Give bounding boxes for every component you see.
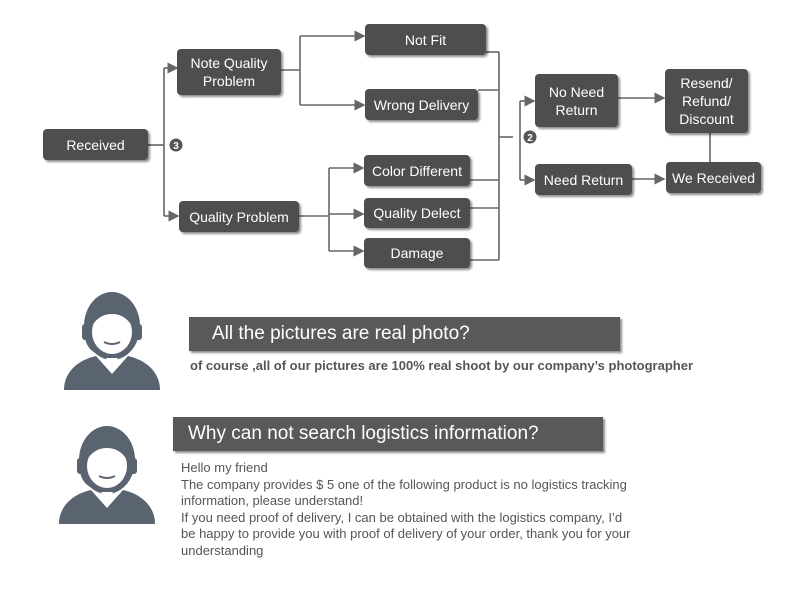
node-resend-line2: Refund/ [681,93,732,109]
node-note-quality-line1: Note Quality [190,55,268,71]
node-wrong-delivery: Wrong Delivery [365,89,478,120]
node-not-fit-label: Not Fit [404,31,447,48]
flowchart-connectors [148,30,711,261]
step-marker-3: 3 [169,138,183,152]
node-resend-line1: Resend/ [680,75,733,91]
node-no-need-return: No Need Return [535,74,618,127]
faq-answer-text: of course ,all of our pictures are 100% … [190,358,694,373]
node-quality-problem: Quality Problem [179,201,299,232]
node-we-received: We Received [666,162,761,193]
node-not-fit: Not Fit [365,24,486,55]
customer-service-avatar-icon [59,426,155,524]
svg-text:3: 3 [173,141,179,152]
node-need-return: Need Return [535,164,632,195]
node-wrong-delivery-label: Wrong Delivery [373,96,470,113]
node-received-label: Received [66,136,125,153]
node-we-received-label: We Received [671,169,755,186]
node-color-different: Color Different [364,155,470,186]
node-resend-refund-discount: Resend/ Refund/ Discount [665,69,748,133]
node-need-return-label: Need Return [543,171,624,188]
faq-answer-line: information, please understand! [181,493,364,508]
node-received: Received [43,129,148,160]
svg-text:2: 2 [527,133,533,144]
node-note-quality-problem: Note Quality Problem [177,49,281,95]
node-color-different-label: Color Different [371,162,462,179]
node-quality-problem-label: Quality Problem [189,208,289,225]
node-no-need-return-line2: Return [555,101,598,118]
faq-answer-line: be happy to provide you with proof of de… [181,526,631,541]
node-damage: Damage [364,238,470,268]
faq-question-text: All the pictures are real photo? [212,323,470,344]
faq-answer-line: The company provides $ 5 one of the foll… [181,476,627,492]
faq-question-text: Why can not search logistics information… [188,423,539,444]
node-no-need-return-line1: No Need [548,83,605,100]
node-quality-delect-label: Quality Delect [373,205,461,221]
node-resend-line3: Discount [679,111,734,127]
faq-question-banner: Why can not search logistics information… [173,417,603,451]
faq-question-banner: All the pictures are real photo? [189,317,620,351]
faq-answer-line: Hello my friend [181,460,268,475]
node-damage-label: Damage [390,245,444,261]
faq-answer-line: If you need proof of delivery, I can be … [181,509,623,525]
node-note-quality-line2: Problem [202,73,256,89]
faq-answer-line: understanding [181,542,264,558]
customer-service-avatar-icon [64,292,160,390]
step-marker-2: 2 [523,130,537,144]
faq-answer-text: Hello my friend The company provides $ 5… [181,460,630,559]
node-quality-delect: Quality Delect [364,198,470,228]
